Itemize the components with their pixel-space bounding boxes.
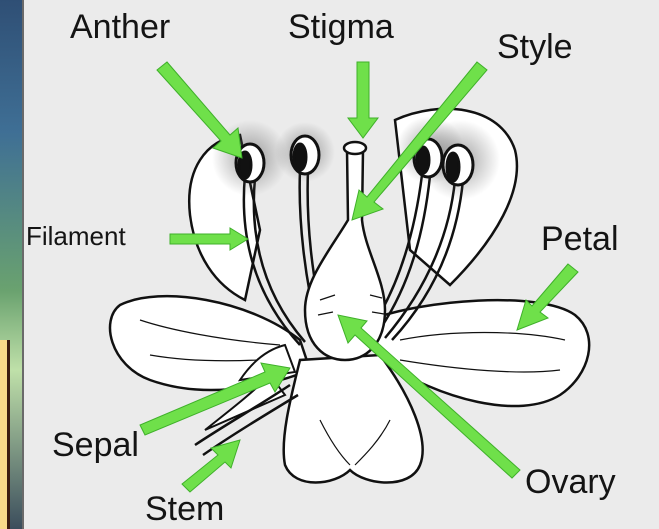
label-petal: Petal [541,222,619,256]
anther-arrow [157,62,242,158]
label-stem: Stem [145,492,224,526]
label-anther: Anther [70,10,170,44]
stigma-arrow [348,62,378,138]
label-sepal: Sepal [52,428,139,462]
label-stigma: Stigma [288,10,394,44]
stem-arrow [182,440,240,492]
label-style: Style [497,30,573,64]
label-ovary: Ovary [525,465,616,499]
label-filament: Filament [26,223,126,249]
